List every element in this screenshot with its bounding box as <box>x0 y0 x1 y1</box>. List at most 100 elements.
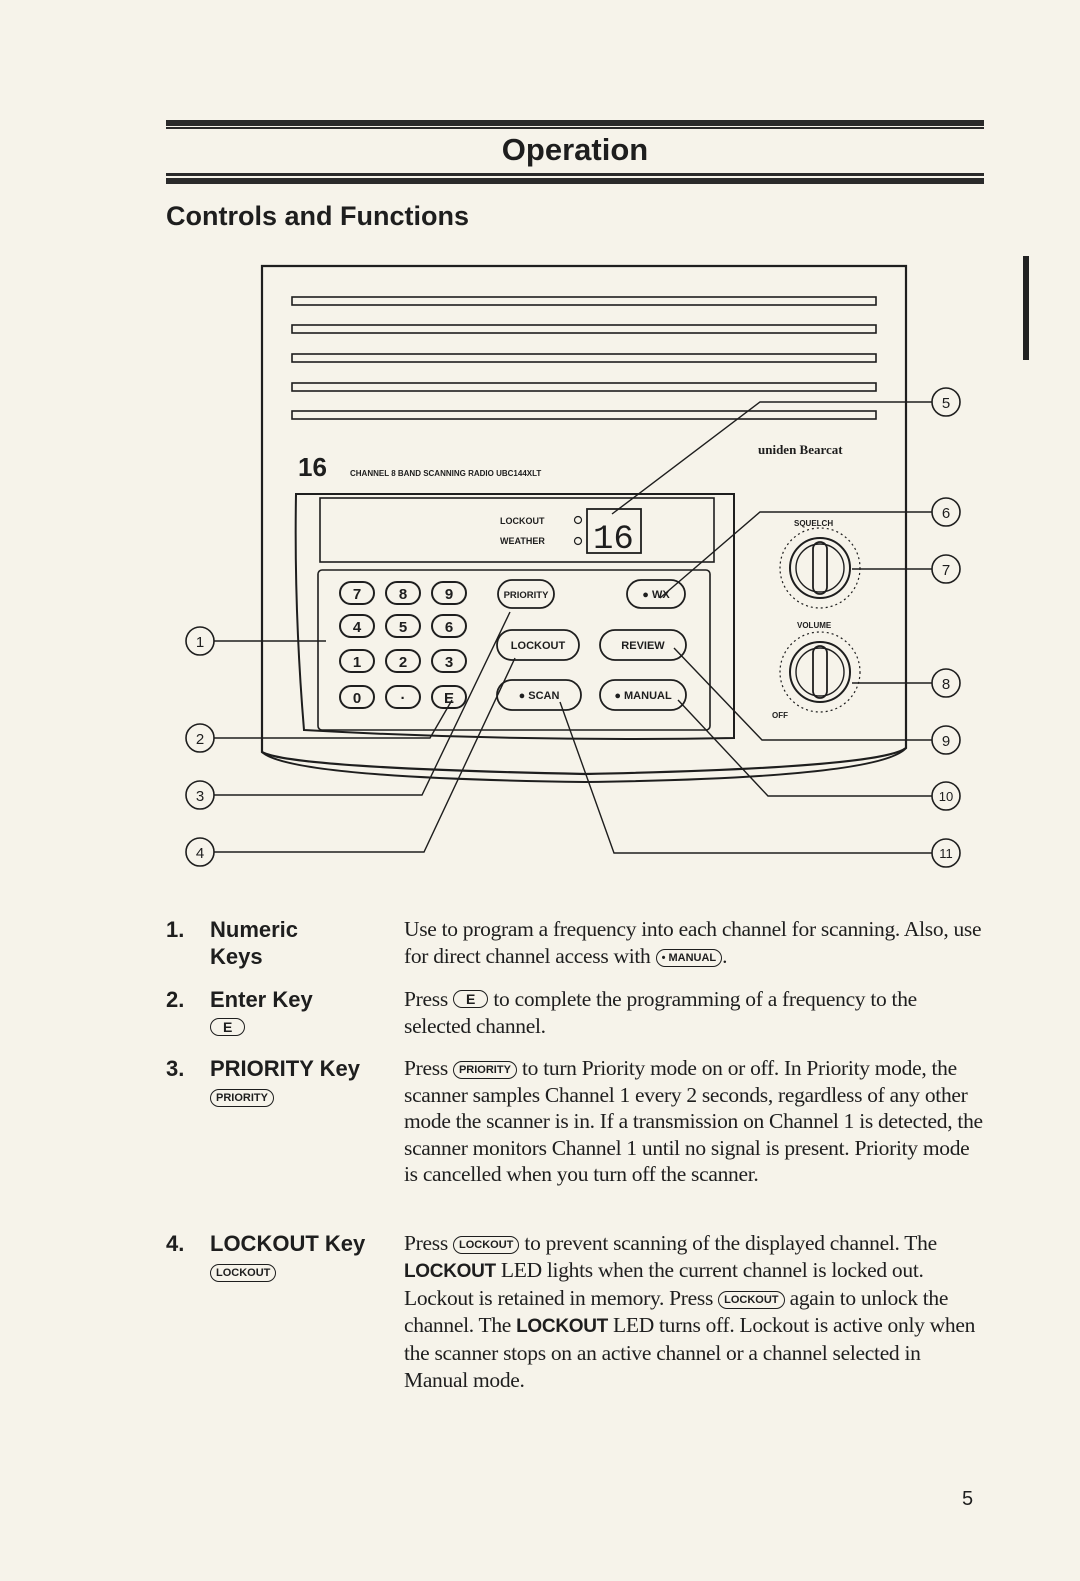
key-9 <box>431 581 467 605</box>
item-term: PRIORITY Key PRIORITY <box>210 1055 395 1109</box>
item-term-line1: Numeric <box>210 917 299 942</box>
key-6 <box>431 614 467 638</box>
callout-4 <box>185 837 215 867</box>
svg-text:E: E <box>444 690 454 707</box>
scanner-diagram: 16 CHANNEL 8 BAND SCANNING RADIO UBC144X… <box>185 264 961 868</box>
callout-9 <box>931 725 961 755</box>
callout-3 <box>185 780 215 810</box>
lockout-button-label: LOCKOUT <box>511 640 566 652</box>
desc-text: to complete the programming of a frequen… <box>404 987 917 1038</box>
lockout-key-icon: LOCKOUT <box>452 1236 520 1254</box>
callout-1-label: 1 <box>196 634 204 651</box>
callout-4-label: 4 <box>196 845 204 862</box>
callout-2-label: 2 <box>196 731 204 748</box>
priority-button-label: PRIORITY <box>504 590 550 601</box>
desc-text: Press <box>404 1231 453 1255</box>
review-button <box>599 629 687 661</box>
item-term-line1: Enter Key <box>210 987 313 1012</box>
svg-text:5: 5 <box>399 619 407 636</box>
keypad-labels: 7 8 9 4 5 6 1 2 3 0 · E <box>353 586 454 707</box>
item-description: Use to program a frequency into each cha… <box>404 916 984 969</box>
page-title: Operation <box>501 132 649 167</box>
key-8 <box>385 581 421 605</box>
scanner-base <box>261 747 907 784</box>
off-label: OFF <box>772 711 788 720</box>
svg-text:6: 6 <box>445 619 453 636</box>
callout-5-label: 5 <box>942 395 950 412</box>
item-term-line1: LOCKOUT Key <box>210 1231 366 1256</box>
indicator-weather-led <box>573 536 583 546</box>
item-term: Numeric Keys <box>210 916 395 970</box>
desc-text: . <box>722 943 728 968</box>
brand-logo: uniden Bearcat <box>758 442 843 457</box>
callout-lines <box>214 401 932 854</box>
page-number: 5 <box>962 1488 974 1510</box>
svg-text:7: 7 <box>353 586 361 603</box>
squelch-label: SQUELCH <box>794 519 833 528</box>
callout-8-label: 8 <box>942 676 950 693</box>
desc-text: again to unlock the channel. The <box>404 1286 949 1337</box>
callout-8 <box>931 668 961 698</box>
key-0 <box>339 685 375 709</box>
desc-text: LED turns off. Lockout is active only wh… <box>404 1312 976 1392</box>
front-panel <box>294 493 735 740</box>
svg-text:0: 0 <box>353 690 361 707</box>
callout-5 <box>931 387 961 417</box>
key-7 <box>339 581 375 605</box>
priority-button <box>497 579 555 609</box>
channel-display <box>586 508 642 554</box>
item-term-line2: Keys <box>210 944 263 969</box>
item-term-line1: PRIORITY Key <box>210 1056 360 1081</box>
header-rule-top <box>166 120 984 126</box>
svg-text:4: 4 <box>353 619 362 636</box>
indicator-weather-label: WEATHER <box>500 536 545 546</box>
header-rule-bottom <box>166 178 984 184</box>
item-description: Press PRIORITY to turn Priority mode on … <box>404 1055 984 1188</box>
callout-10-label: 10 <box>939 789 953 804</box>
volume-label: VOLUME <box>797 621 832 630</box>
svg-text:9: 9 <box>445 586 453 603</box>
key-1 <box>339 649 375 673</box>
squelch-knob <box>779 527 861 609</box>
lockout-led-label: LOCKOUT <box>404 1260 496 1282</box>
item-description: Press E to complete the programming of a… <box>404 986 984 1039</box>
key-3 <box>431 649 467 673</box>
svg-text:3: 3 <box>445 654 453 671</box>
callout-1 <box>185 626 215 656</box>
section-title: Controls and Functions <box>166 201 469 231</box>
channel-display-digits: 16 <box>593 521 634 559</box>
lockout-key-icon: LOCKOUT <box>718 1291 785 1309</box>
svg-text:2: 2 <box>399 654 407 671</box>
desc-text: Use to program a frequency into each cha… <box>404 917 982 968</box>
key-4 <box>339 614 375 638</box>
svg-text:·: · <box>401 690 406 707</box>
callout-6 <box>931 497 961 527</box>
item-description: Press LOCKOUT to prevent scanning of the… <box>404 1230 984 1393</box>
wx-button-label: ● WX <box>642 589 670 601</box>
item-number: 2. <box>166 987 185 1012</box>
desc-text: to turn Priority mode on or off. In Prio… <box>404 1056 983 1186</box>
scan-button-label: ● SCAN <box>519 690 560 702</box>
svg-text:1: 1 <box>353 654 361 671</box>
item-number: 4. <box>166 1231 185 1256</box>
callout-6-label: 6 <box>942 505 950 522</box>
keypad <box>339 581 467 709</box>
key-5 <box>385 614 421 638</box>
lockout-button <box>496 629 580 661</box>
callout-11-label: 11 <box>939 846 953 861</box>
callout-7-label: 7 <box>942 562 950 579</box>
callout-2 <box>185 723 215 753</box>
indicator-lockout-led <box>573 515 583 525</box>
model-text: CHANNEL 8 BAND SCANNING RADIO UBC144XLT <box>350 469 541 478</box>
desc-text: LED lights when the current channel is l… <box>404 1257 924 1311</box>
key-e <box>431 685 467 709</box>
header-rule-top-thin <box>166 127 984 129</box>
button-panel <box>317 569 711 731</box>
manual-button <box>599 679 687 711</box>
callout-11 <box>931 838 961 868</box>
margin-marker <box>1023 256 1029 360</box>
svg-text:8: 8 <box>399 586 407 603</box>
desc-text: to prevent scanning of the displayed cha… <box>519 1231 937 1255</box>
wx-button <box>626 579 686 609</box>
manual-key-icon: • MANUAL <box>655 948 723 967</box>
